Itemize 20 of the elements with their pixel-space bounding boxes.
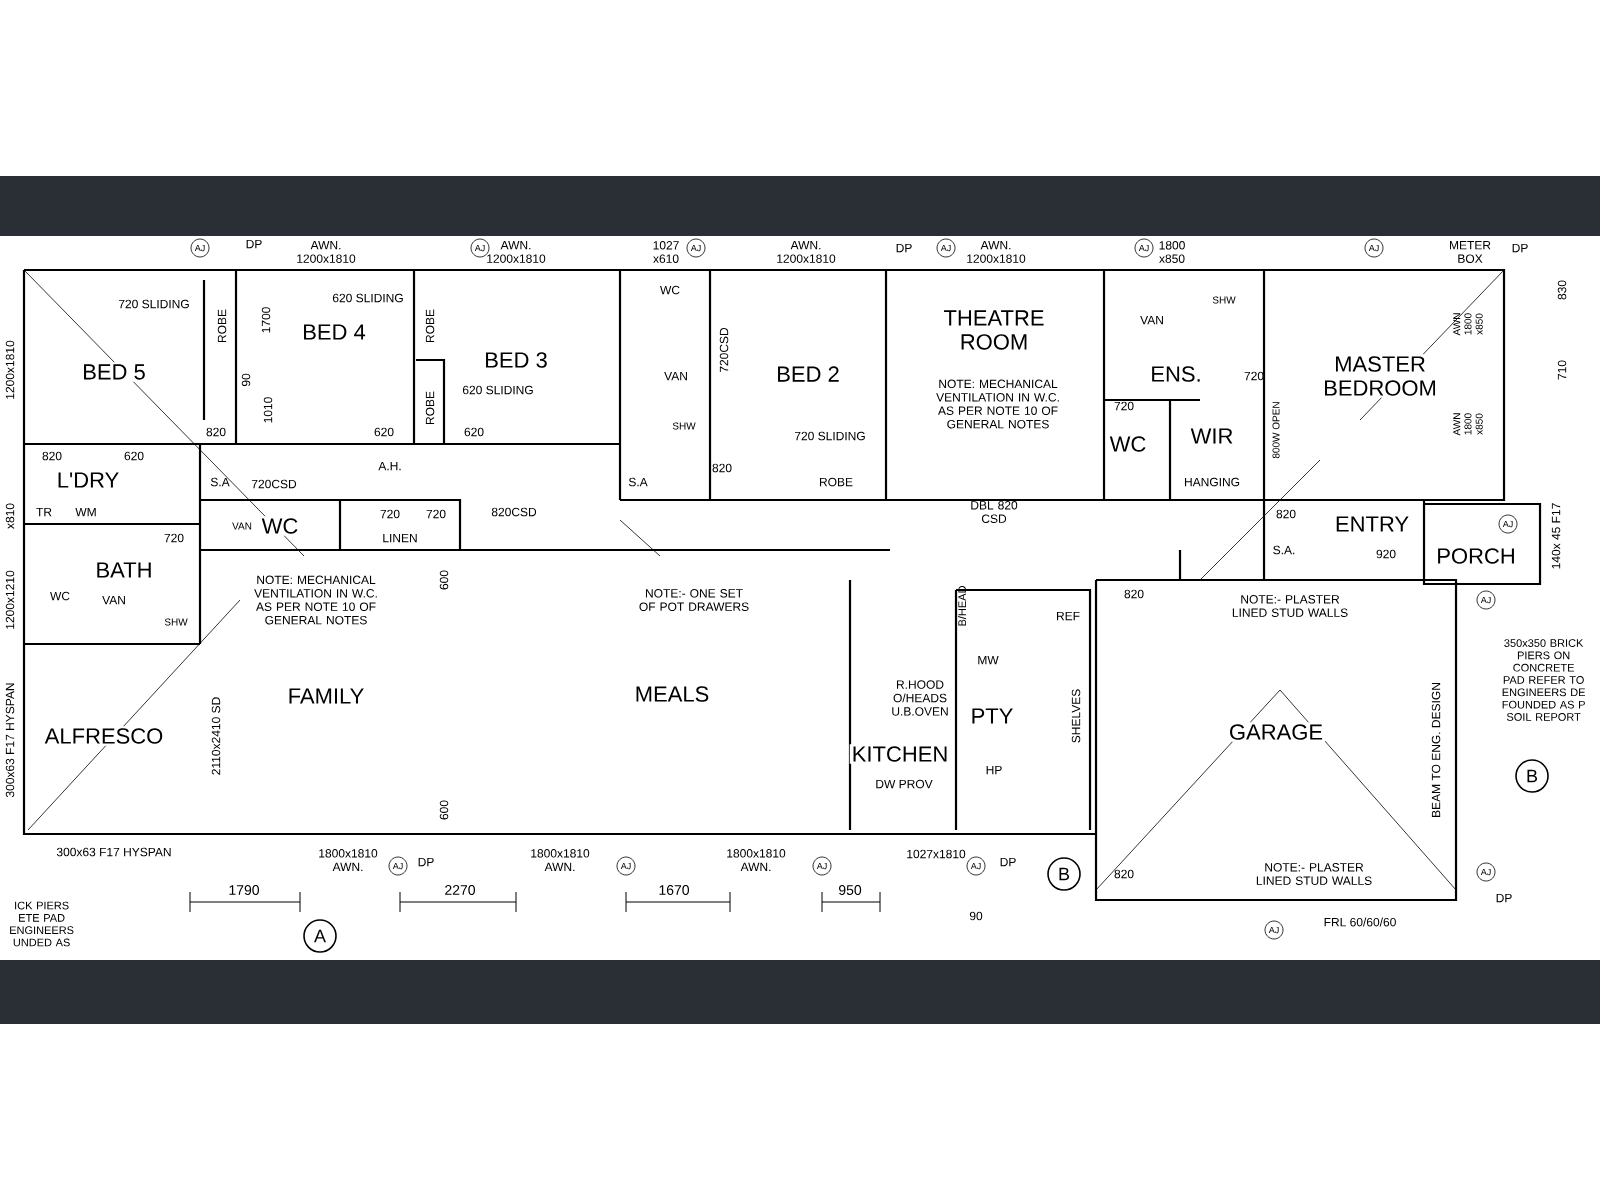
room-label: BED 2: [774, 364, 842, 384]
room-label: BATH: [93, 560, 155, 580]
room-label: ENS.: [1148, 364, 1204, 384]
room-label: WC: [259, 516, 301, 536]
room-label: ENTRY: [1332, 514, 1412, 534]
room-label: PTY: [968, 706, 1016, 726]
room-label: WC: [1107, 434, 1149, 454]
room-label: BED 5: [80, 362, 148, 382]
room-label: PORCH: [1434, 546, 1518, 566]
room-label: WIR: [1188, 426, 1236, 446]
room-label: THEATRE ROOM: [940, 308, 1048, 352]
room-label: BED 4: [300, 322, 368, 342]
room-label: FAMILY: [285, 686, 367, 706]
room-label: MEALS: [632, 684, 712, 704]
room-label: KITCHEN: [849, 744, 951, 764]
room-label: GARAGE: [1226, 722, 1326, 742]
room-label: BED 3: [482, 350, 550, 370]
room-label: ALFRESCO: [42, 726, 166, 746]
room-label: L'DRY: [54, 470, 122, 490]
room-label: MASTER BEDROOM: [1306, 354, 1454, 398]
